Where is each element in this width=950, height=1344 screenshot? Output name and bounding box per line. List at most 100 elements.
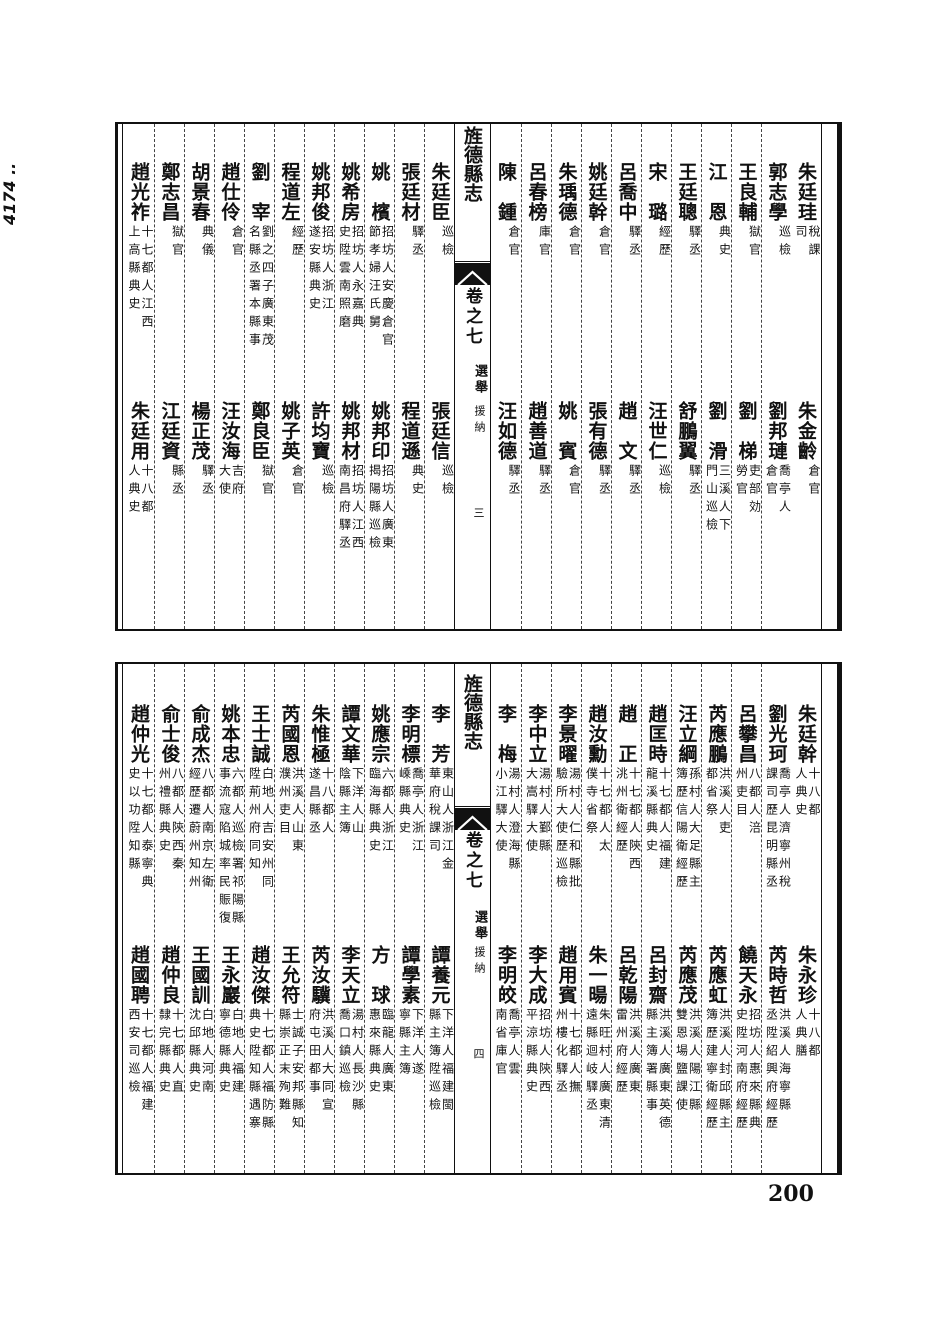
annotation-line: 南昌府驛丞 (337, 464, 352, 554)
person-name: 楊正茂 (188, 401, 211, 461)
annotation-line: 喬亭人雲 (507, 1008, 521, 1080)
upper-entry: 汪立綱孫村人大足縣主簿歷信陽衛經歷 (672, 704, 702, 893)
volume-label: 卷之七 (462, 287, 482, 347)
annotation: 洪溪人大同宣府屯田都事 (306, 1008, 335, 1116)
person-name: 許均寶 (308, 401, 331, 461)
person-name: 趙善道 (525, 401, 548, 461)
person-name: 姚邦印 (368, 401, 391, 461)
column: 姚邦俊招坊人浙江遂安縣典史許均寶巡檢 (304, 124, 335, 629)
upper-entry: 趙仕伶倉官 (215, 162, 245, 261)
annotation-line: 濮州吏目 (277, 767, 292, 839)
person-name: 俞成杰 (188, 704, 211, 764)
annotation-line: 喬亭人浙江 (410, 767, 425, 857)
upper-entry: 王士誠白地人吉安州同陞荊州府同知 (245, 704, 275, 893)
annotation: 六都人浙江臨海縣典史 (366, 767, 395, 857)
annotation: 喬亭人倉官 (763, 464, 792, 518)
annotation-line: 六都人巡檢署祁陽縣 (230, 767, 245, 929)
annotation-line: 驛丞 (537, 464, 552, 500)
annotation-line: 洪溪人吏 (717, 767, 732, 839)
annotation: 劉之四子廣東茂名縣丞署本縣事 (246, 225, 275, 351)
annotation-line: 驛丞 (507, 464, 521, 500)
annotation-line: 喬口鎮巡檢 (337, 1008, 352, 1098)
annotation-line: 洪溪人廣東 (627, 1008, 642, 1098)
annotation-line: 十七都人直 (170, 1008, 185, 1098)
lower-entry: 姚 賓倉官 (552, 401, 582, 500)
annotation: 巡檢 (643, 464, 672, 500)
annotation: 獄官 (733, 225, 762, 261)
lower-entry: 姚子英倉官 (275, 401, 305, 500)
annotation: 典儀 (186, 225, 215, 261)
section-label: 選舉 (472, 910, 487, 942)
annotation-line: 巡檢 (777, 225, 792, 261)
person-name: 譚文華 (338, 704, 361, 764)
annotation-line: 倉官 (597, 225, 612, 261)
lower-entry: 芮應茂洪溪人陽江縣雙恩場鹽課使 (672, 945, 702, 1116)
annotation-line: 十八都 (807, 1008, 821, 1062)
person-name: 朱永珍 (795, 945, 817, 1005)
upper-entry: 趙 正十七都人陝西洮州衛經歷 (612, 704, 642, 875)
annotation: 巡檢 (763, 225, 792, 261)
person-name: 鄭志昌 (158, 162, 181, 222)
person-name: 俞士俊 (158, 704, 181, 764)
person-name: 陳 鍾 (495, 162, 517, 222)
annotation-line: 獄官 (747, 225, 762, 261)
lower-entry: 王永巖白地人福建寧德縣典史 (215, 945, 245, 1098)
annotation: 獄官 (246, 464, 275, 500)
annotation-line: 司 (794, 225, 808, 243)
lower-entry: 劉邦璉喬亭人倉官 (762, 401, 792, 518)
person-name: 趙仲光 (128, 704, 150, 764)
annotation: 洪溪人廣東英德縣主簿署縣事 (643, 1008, 672, 1134)
lower-entry: 饒天永招坊人惠來縣典史陞河南府經歷 (732, 945, 762, 1134)
annotation-line: 倉官 (567, 464, 582, 500)
person-name: 朱廷珪 (795, 162, 817, 222)
person-name: 王國訓 (188, 945, 211, 1005)
annotation: 東山人浙江金華府稅課司 (426, 767, 455, 875)
person-name: 汪如德 (495, 401, 517, 461)
upper-entry: 朱廷幹十八都人典史 (791, 704, 821, 821)
annotation-line: 八都人南京左衛 (200, 767, 215, 893)
annotation: 庫官 (523, 225, 552, 261)
column: 趙汝勳十七都人太僕寺省祭朱一暘朱旺村人廣東清遠縣迴岐驛丞 (581, 664, 612, 1173)
annotation: 招坊人惠來縣典史陞河南府經歷 (733, 1008, 762, 1134)
annotation-line: 十七都人江西 (140, 225, 154, 333)
upper-entry: 呂攀昌八都人涪州吏目 (732, 704, 762, 839)
column: 劉 宰劉之四子廣東茂名縣丞署本縣事鄭良臣獄官 (244, 124, 275, 629)
annotation-line: 課司歷昆明縣丞 (764, 767, 779, 893)
upper-entry: 陳 鍾倉官 (491, 162, 521, 261)
annotation: 驛丞 (673, 464, 702, 500)
person-name: 王廷聰 (675, 162, 698, 222)
section-label: 選舉 (472, 364, 487, 396)
annotation: 湯村人仁和縣批驗所大使歷巡檢 (553, 767, 582, 893)
divider (455, 806, 490, 807)
annotation-line: 遠縣迴岐驛丞 (584, 1008, 599, 1116)
person-name: 呂喬中 (615, 162, 638, 222)
annotation: 巡檢 (306, 464, 335, 500)
person-name: 趙汝傑 (248, 945, 271, 1005)
person-name: 呂封齋 (645, 945, 668, 1005)
annotation: 十七都人直隸完縣典史 (156, 1008, 185, 1098)
person-name: 江 恩 (705, 162, 728, 222)
annotation-line: 庫官 (537, 225, 552, 261)
person-name: 趙仲良 (158, 945, 181, 1005)
upper-entry: 朱廷珪稅課司 (791, 162, 821, 261)
lower-panel-frame (115, 662, 842, 1175)
person-name: 汪立綱 (675, 704, 698, 764)
annotation-line: 十七都人陝西 (627, 767, 642, 875)
upper-entry: 程道左經歷 (275, 162, 305, 261)
annotation: 典史 (703, 225, 732, 261)
annotation-line: 白地人河南 (200, 1008, 215, 1098)
annotation-line: 喬亭人濟寧州稅 (777, 767, 792, 893)
lower-entry: 汪世仁巡檢 (642, 401, 672, 500)
column: 呂春榜庫官趙善道驛丞 (521, 124, 552, 629)
annotation-line: 十七都人福建 (140, 1008, 154, 1116)
column: 李景曜湯村人仁和縣批驗所大使歷巡檢趙用賓十七都人撫州樓化驛丞 (551, 664, 582, 1173)
lower-entry: 楊正茂驛丞 (185, 401, 215, 500)
annotation-line: 遂昌縣丞 (307, 767, 322, 839)
annotation-line: 史陞河南府經歷 (734, 1008, 749, 1134)
annotation-line: 驛丞 (687, 464, 702, 500)
person-name: 王良輔 (735, 162, 758, 222)
person-name: 芮國恩 (278, 704, 301, 764)
upper-panel-frame (115, 122, 842, 631)
person-name: 李 梅 (495, 704, 517, 764)
person-name: 呂攀昌 (735, 704, 758, 764)
